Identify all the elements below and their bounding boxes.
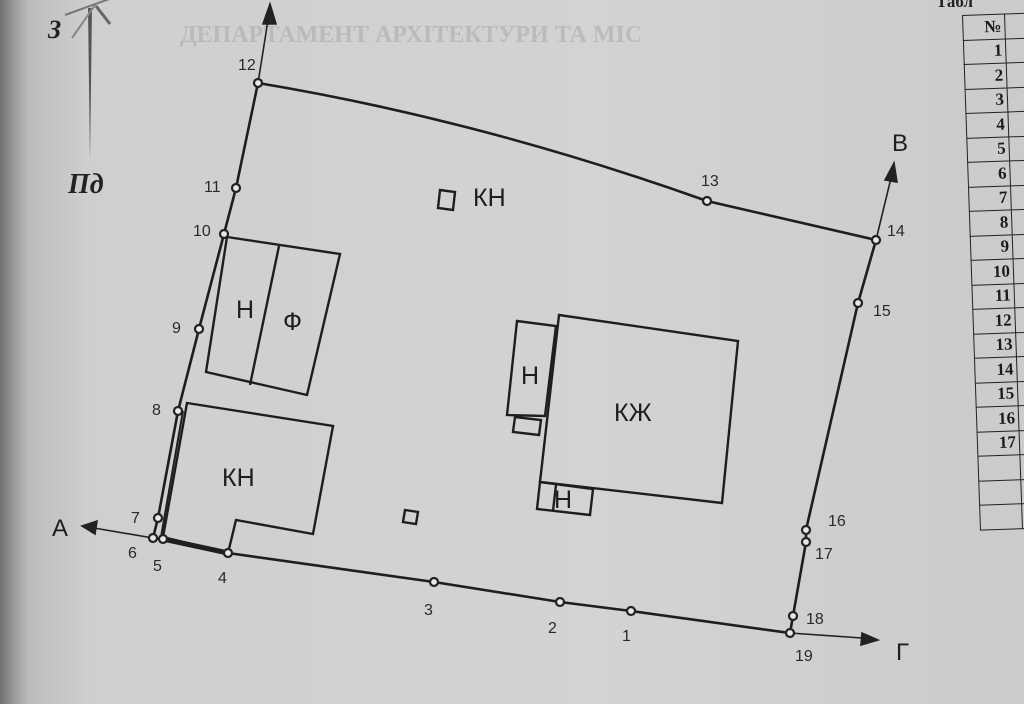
building-label-n: Н: [236, 296, 254, 324]
table-cell: 14: [974, 356, 1018, 383]
direction-label-a: А: [52, 515, 68, 542]
table-row: 11: [971, 282, 1024, 310]
table-cell: 2: [964, 62, 1008, 89]
point-label: 7: [131, 510, 140, 527]
table-row: 5: [966, 135, 1024, 163]
direction-label-g: Г: [896, 639, 909, 666]
compass-west-label: З: [47, 15, 61, 44]
building-n-annex-step: [511, 415, 543, 437]
table-cell: 4: [965, 111, 1009, 138]
building-n-f: [204, 235, 342, 397]
well-marker-top: [436, 188, 457, 212]
point-label: 1: [622, 628, 631, 645]
table-cell: 5: [966, 136, 1010, 163]
point-label: 4: [218, 570, 227, 587]
building-label-kzh: КЖ: [614, 399, 652, 427]
table-row: 13: [973, 331, 1024, 359]
table-cell: 17: [977, 430, 1020, 457]
table-cell: 11: [971, 283, 1015, 310]
table-row: 2: [964, 61, 1024, 89]
table-row: 10: [971, 257, 1024, 285]
direction-arrows: [80, 1, 898, 647]
table-cell: 12: [972, 307, 1016, 334]
table-row: 9: [970, 233, 1024, 261]
point-label: 17: [815, 546, 833, 563]
table-cell: 13: [973, 332, 1017, 359]
table-cell: 7: [968, 185, 1012, 212]
table-cell: 9: [970, 234, 1014, 261]
table-row: 6: [967, 159, 1024, 187]
table-cell: 16: [976, 405, 1020, 432]
table-row: 17: [977, 428, 1024, 457]
table-row: 3: [965, 86, 1024, 114]
boundary-inner-line: [160, 410, 184, 538]
table-cell: [978, 479, 1022, 506]
table-cell: 10: [971, 258, 1014, 285]
well-marker-bottom: [401, 508, 420, 526]
table-cell: 15: [975, 381, 1019, 408]
compass-rose: З Пд: [47, 0, 112, 200]
plot-boundary: [151, 81, 878, 635]
point-label: 3: [424, 602, 433, 619]
table-cell: 1: [963, 38, 1007, 65]
table-row: 12: [972, 306, 1024, 334]
table-row: 8: [969, 208, 1024, 236]
boundary-points: [147, 77, 882, 639]
table-row: 15: [975, 380, 1024, 408]
point-labels: 1 2 3 4 5 6 7 8 9 10 11 12 13 14 15 16 1…: [128, 57, 905, 665]
point-label: 5: [153, 558, 162, 575]
point-label: 12: [238, 57, 256, 74]
table-row: [978, 477, 1024, 506]
compass-south-label: Пд: [67, 169, 104, 200]
table-row: 14: [974, 355, 1024, 383]
table-row: 1: [963, 37, 1024, 65]
table-caption: Табл: [936, 0, 974, 11]
table-cell: 3: [965, 87, 1008, 114]
point-label: 8: [152, 402, 161, 419]
table-row: 4: [965, 110, 1024, 138]
point-label: 19: [795, 648, 813, 665]
point-label: 16: [828, 513, 846, 530]
point-label: 6: [128, 545, 137, 562]
building-kzh: [538, 313, 740, 505]
point-label: 9: [172, 320, 181, 337]
building-label-n-porch: Н: [554, 486, 572, 514]
point-label: 14: [887, 223, 905, 240]
table-header-row: №: [962, 12, 1024, 40]
point-label: 13: [701, 173, 719, 190]
table-row: 7: [968, 184, 1024, 212]
table-row: [979, 502, 1024, 530]
building-label-f: Ф: [283, 308, 302, 336]
point-label: 18: [806, 611, 824, 628]
table-header-number: №: [962, 14, 1006, 40]
point-label: 10: [193, 223, 211, 240]
table-cell: [979, 503, 1023, 530]
table-cell: [977, 454, 1021, 481]
direction-label-b: В: [892, 130, 908, 157]
bleed-through-heading: ДЕПАРТАМЕНТ АРХІТЕКТУРИ ТА МІС: [180, 22, 642, 48]
building-label-kn-top: КН: [473, 184, 506, 212]
table-row: 16: [976, 404, 1024, 432]
point-label: 15: [873, 303, 891, 320]
building-label-kn-bottom: КН: [222, 464, 255, 492]
table-row: [977, 453, 1024, 481]
point-label: 11: [204, 179, 221, 196]
building-n-annex: [505, 319, 558, 418]
building-label-n-annex: Н: [521, 362, 539, 390]
building-n-porch: [535, 480, 595, 517]
table-cell: 8: [969, 209, 1013, 236]
buildings: [161, 188, 740, 555]
table-cell: 6: [967, 160, 1011, 187]
point-label: 2: [548, 620, 557, 637]
